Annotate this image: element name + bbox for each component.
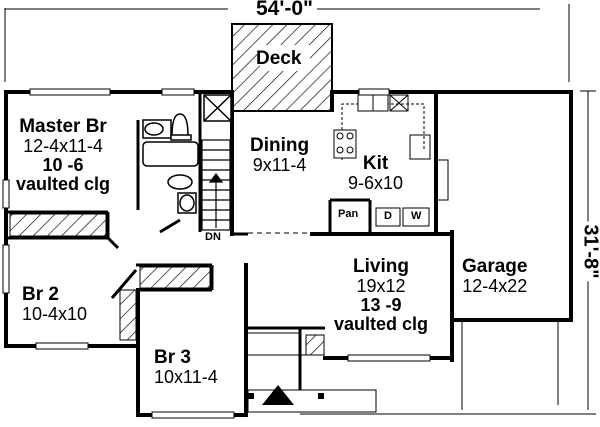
bathroom-fixtures <box>142 94 232 214</box>
entry-triangle-icon <box>262 385 294 405</box>
ceiling-type: vaulted clg <box>16 173 111 194</box>
room-size: 10-4x10 <box>22 303 88 324</box>
ceiling-height: 13 -9 <box>360 294 402 315</box>
windows <box>2 88 431 419</box>
room-label-living: Living 19x12 13 -9 vaulted clg <box>334 257 428 334</box>
stairs <box>201 139 231 231</box>
interior-walls <box>8 92 438 390</box>
room-size: 19x12 <box>356 275 406 296</box>
room-label-dining: Dining 9x11-4 <box>250 136 309 175</box>
range-icon <box>333 129 357 159</box>
room-label-br2: Br 2 10-4x10 <box>22 285 87 324</box>
sink-icon <box>144 122 164 136</box>
room-size: 9x11-4 <box>252 154 307 175</box>
washer-label: W <box>411 210 422 222</box>
room-name: Living <box>353 256 409 277</box>
room-name: Dining <box>250 135 310 156</box>
room-label-kit: Kit 9-6x10 <box>348 154 403 193</box>
room-size: 12-4x11-4 <box>23 135 103 156</box>
room-label-garage: Garage 12-4x22 <box>462 257 527 296</box>
dryer-icon <box>375 207 401 227</box>
room-label-deck: Deck <box>256 49 301 69</box>
room-name: Br 3 <box>154 347 191 368</box>
room-size: 12-4x22 <box>462 275 528 296</box>
ceiling-height: 10 -6 <box>42 154 84 175</box>
dryer-label: D <box>384 210 392 222</box>
closets <box>9 213 325 356</box>
toilet-icon <box>167 174 193 190</box>
room-size: 10x11-4 <box>154 366 218 387</box>
kitchen-counters <box>333 94 449 227</box>
ceiling-type: vaulted clg <box>334 313 429 334</box>
toilet-icon <box>171 113 189 137</box>
overall-width-label: 54'-0" <box>252 0 317 21</box>
room-label-master: Master Br 12-4x11-4 10 -6 vaulted clg <box>16 117 110 194</box>
room-name: Garage <box>462 256 528 277</box>
room-size: 9-6x10 <box>348 172 404 193</box>
overall-depth-label: 31'-8" <box>578 221 600 282</box>
garage-apron <box>247 320 559 413</box>
room-name: Kit <box>362 153 389 174</box>
room-name: Master Br <box>19 116 107 137</box>
room-label-br3: Br 3 10x11-4 <box>154 348 218 387</box>
stairs-down-label: DN <box>205 231 221 243</box>
pantry-label: Pan <box>338 208 359 220</box>
tub-icon <box>142 141 199 167</box>
room-name: Br 2 <box>22 284 59 305</box>
room-name: Deck <box>256 48 302 69</box>
washer-icon <box>402 207 430 227</box>
